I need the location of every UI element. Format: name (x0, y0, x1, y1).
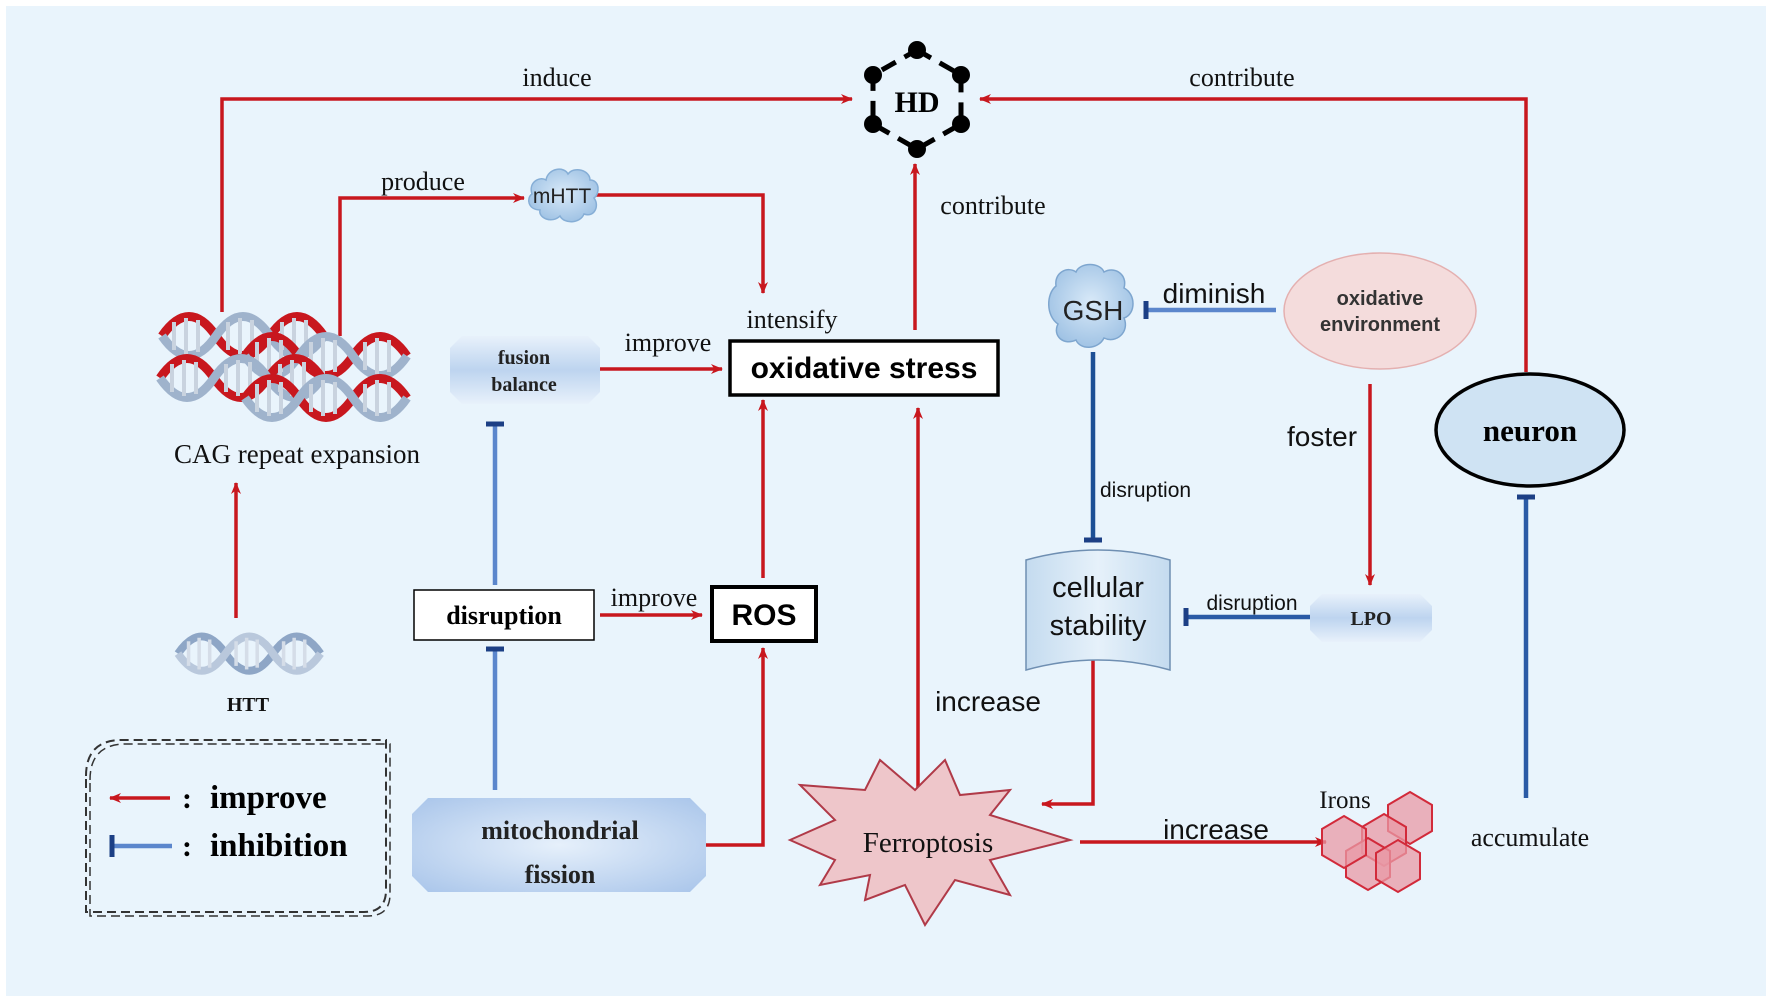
oxidative-stress-node: oxidative stress (728, 339, 1000, 397)
lpo-node: LPO (1310, 594, 1432, 642)
neuron-label: neuron (1483, 413, 1577, 448)
edge-oxenv-diminish-gsh (1143, 301, 1276, 319)
mhtt-node: mHTT (527, 168, 599, 223)
oxidative-stress-label: oxidative stress (751, 352, 978, 385)
label-improve-ros: improve (611, 583, 698, 612)
legend: : improve : inhibition (85, 739, 391, 917)
label-produce: produce (381, 167, 465, 196)
disruption-label: disruption (446, 601, 562, 630)
hd-node: HD (864, 41, 970, 158)
legend-inhibition-label: inhibition (210, 828, 348, 864)
label-induce: induce (522, 63, 591, 92)
fusion-label-line2: balance (491, 374, 557, 396)
mitochondrial-fission-node: mitochondrial fission (412, 798, 706, 892)
oxenv-label-line2: environment (1320, 314, 1440, 336)
hd-label: HD (895, 86, 940, 119)
edge-mhtt-to-oxstress (596, 193, 768, 294)
label-accumulate: accumulate (1471, 823, 1589, 852)
mhtt-label: mHTT (533, 185, 591, 208)
lpo-label: LPO (1350, 608, 1391, 630)
label-increase-ferro: increase (935, 686, 1041, 717)
legend-inhibition-sep: : (182, 830, 192, 863)
oxenv-label-line1: oxidative (1337, 288, 1424, 310)
gsh-node: GSH (1048, 263, 1134, 348)
mito-label-line2: fission (525, 860, 596, 889)
cell-label-line2: stability (1050, 610, 1147, 642)
label-increase-irons: increase (1163, 814, 1269, 845)
label-contribute-mid: contribute (940, 191, 1045, 220)
ferroptosis-node: Ferroptosis (787, 758, 1074, 927)
oxidative-environment-node: oxidative environment (1283, 252, 1477, 370)
irons-label: Irons (1319, 787, 1370, 814)
edge-gsh-disruption-cell (1084, 352, 1102, 543)
edge-mito-to-ros (705, 647, 768, 847)
htt-label: HTT (227, 694, 270, 716)
edge-cag-induce-hd (220, 94, 853, 312)
ros-node: ROS (710, 585, 818, 643)
irons-icon (1321, 790, 1433, 894)
fusion-balance-node: fusion balance (450, 336, 600, 404)
cellular-stability-node: cellular stability (1025, 549, 1171, 671)
edge-cell-to-ferroptosis (1041, 655, 1095, 809)
label-foster: foster (1287, 421, 1357, 452)
edge-cag-produce-mhtt (338, 193, 525, 336)
cell-label-line1: cellular (1052, 572, 1144, 604)
edge-irons-accumulate-neuron (1517, 494, 1535, 798)
edge-lpo-disruption-cell (1183, 608, 1312, 626)
edge-neuron-contribute-hd (979, 94, 1528, 372)
label-intensify: intensify (747, 305, 838, 334)
edge-mito-inhibit-disruption (486, 646, 504, 790)
legend-improve-sep: : (182, 782, 192, 815)
legend-inhibition-line (109, 835, 172, 857)
legend-improve-label: improve (210, 780, 327, 816)
cag-label: CAG repeat expansion (174, 439, 420, 469)
neuron-node: neuron (1434, 372, 1626, 488)
edge-disruption-inhibit-fusion (486, 421, 504, 585)
gsh-label: GSH (1063, 295, 1124, 326)
label-contribute-top: contribute (1189, 63, 1294, 92)
ros-label: ROS (731, 599, 796, 632)
label-diminish: diminish (1163, 278, 1266, 309)
label-disruption-gsh: disruption (1100, 479, 1191, 502)
disruption-node: disruption (413, 589, 595, 641)
mito-label-line1: mitochondrial (481, 816, 638, 845)
label-disruption-lpo: disruption (1206, 592, 1297, 615)
label-improve-fusion: improve (625, 328, 712, 357)
fusion-label-line1: fusion (498, 347, 550, 369)
ferroptosis-label: Ferroptosis (863, 827, 994, 859)
